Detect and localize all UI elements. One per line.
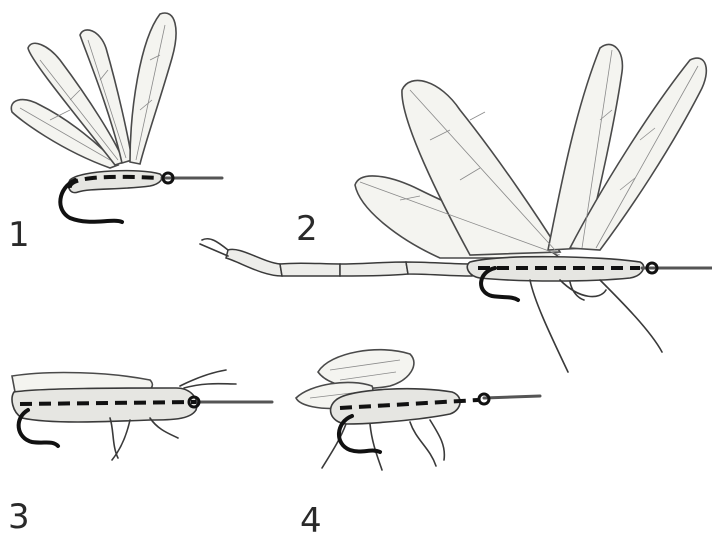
figure-3-legs: [110, 418, 178, 460]
figure-label-2: 2: [296, 212, 318, 246]
figure-label-3: 3: [8, 500, 30, 534]
figure-4-bee: [296, 350, 540, 470]
figure-1-body: [68, 171, 162, 193]
figure-2-mayfly: [200, 44, 712, 372]
figure-1-wings: [11, 13, 176, 168]
figure-label-4: 4: [300, 504, 322, 538]
figure-4-line: [484, 396, 540, 398]
figure-4-wing-back: [318, 350, 414, 389]
figure-2-wings: [355, 44, 706, 258]
figure-3-grasshopper: [12, 370, 272, 460]
figure-label-1: 1: [8, 218, 30, 252]
figure-3-antennae: [180, 370, 236, 388]
figure-2-legs: [530, 280, 662, 372]
figure-1-fly: [11, 13, 222, 222]
